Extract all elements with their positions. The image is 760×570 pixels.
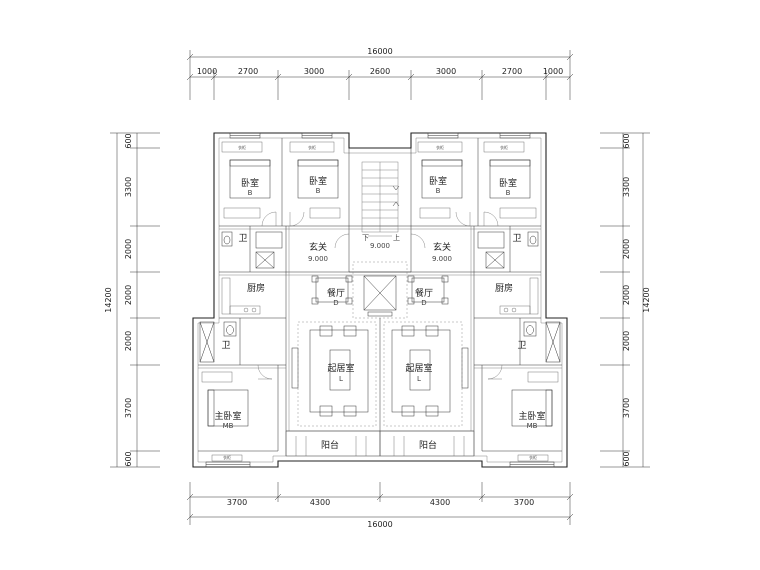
master-bedroom-code: MB	[527, 422, 538, 430]
foyer-label: 玄关	[433, 241, 451, 253]
bottom-seg-dim: 4300	[310, 498, 330, 507]
right-seg-dim: 3300	[622, 177, 631, 197]
bath-label: 卫	[512, 234, 521, 244]
right-seg-dim: 3700	[622, 398, 631, 418]
bottom-seg-dim: 3700	[227, 498, 247, 507]
left-dimension-lines	[110, 132, 160, 468]
kitchen-label: 厨房	[247, 282, 265, 294]
living-label: 起居室	[327, 362, 354, 374]
bedroom-label: 卧室	[499, 177, 517, 189]
right-seg-dim: 600	[622, 451, 631, 466]
bedroom-label: 卧室	[309, 175, 327, 187]
desks	[201, 207, 559, 383]
wardrobes	[211, 141, 549, 462]
dining-tables	[311, 275, 449, 305]
elevator	[363, 275, 397, 317]
kitchen-label: 厨房	[495, 282, 513, 294]
bedroom-code: B	[316, 187, 321, 195]
right-seg-dim: 2000	[622, 285, 631, 305]
left-seg-dim: 3300	[124, 177, 133, 197]
left-seg-dim: 2000	[124, 331, 133, 351]
bedroom-code: B	[436, 187, 441, 195]
top-seg-dim: 2600	[370, 67, 390, 76]
bath-label: 卫	[517, 341, 526, 351]
top-seg-dim: 3000	[436, 67, 456, 76]
exterior-wall-inner	[197, 137, 563, 463]
closet-label: 衣柜	[308, 144, 316, 150]
bath-fixtures	[199, 231, 561, 363]
bath-label: 卫	[238, 234, 247, 244]
bath-label: 卫	[221, 341, 230, 351]
door-swings	[257, 211, 503, 380]
dining-label: 餐厅	[415, 287, 433, 299]
bedroom-label: 卧室	[241, 177, 259, 189]
living-code: L	[339, 375, 343, 383]
beds	[207, 159, 553, 427]
master-bedroom-label: 主卧室	[214, 410, 241, 422]
stair-elevation: 9.000	[370, 242, 390, 250]
foyer-elevation: 9.000	[432, 255, 452, 263]
dining-label: 餐厅	[327, 287, 345, 299]
top-seg-dim: 1000	[197, 67, 217, 76]
closet-label: 衣柜	[436, 144, 444, 150]
bottom-total-dim: 16000	[367, 520, 392, 529]
bedroom-code: B	[248, 189, 253, 197]
bedroom-label: 卧室	[429, 175, 447, 187]
closet-label: 衣柜	[529, 454, 537, 460]
living-furniture	[291, 325, 469, 417]
top-seg-dim: 1000	[543, 67, 563, 76]
bottom-dimension-lines	[186, 482, 574, 525]
top-total-dim: 16000	[367, 47, 392, 56]
living-code: L	[417, 375, 421, 383]
stair-up-label: 上	[393, 233, 400, 242]
balcony-railings	[285, 430, 475, 457]
closet-label: 衣柜	[223, 454, 231, 460]
right-seg-dim: 2000	[622, 331, 631, 351]
balcony-label: 阳台	[321, 439, 339, 451]
right-seg-dim: 2000	[622, 239, 631, 259]
left-seg-dim: 2000	[124, 239, 133, 259]
bottom-seg-dim: 3700	[514, 498, 534, 507]
right-total-dim: 14200	[642, 287, 651, 312]
right-dimension-lines	[600, 132, 650, 468]
dining-code: D	[421, 299, 426, 307]
living-outline	[297, 261, 463, 427]
top-seg-dim: 3000	[304, 67, 324, 76]
top-seg-dim: 2700	[502, 67, 522, 76]
dining-code: D	[333, 299, 338, 307]
master-bedroom-label: 主卧室	[518, 410, 545, 422]
top-windows	[205, 132, 555, 468]
master-bedroom-code: MB	[223, 422, 234, 430]
kitchen-counters	[221, 277, 539, 315]
left-seg-dim: 3700	[124, 398, 133, 418]
left-total-dim: 14200	[104, 287, 113, 312]
left-seg-dim: 2000	[124, 285, 133, 305]
right-seg-dim: 600	[622, 133, 631, 148]
balcony-label: 阳台	[419, 439, 437, 451]
left-seg-dim: 600	[124, 133, 133, 148]
foyer-label: 玄关	[309, 241, 327, 253]
bedroom-code: B	[506, 189, 511, 197]
bottom-seg-dim: 4300	[430, 498, 450, 507]
top-dimension-lines	[186, 50, 574, 100]
top-seg-dim: 2700	[238, 67, 258, 76]
stair-down-label: 下	[362, 234, 369, 242]
left-seg-dim: 600	[124, 451, 133, 466]
closet-label: 衣柜	[238, 144, 246, 150]
living-label: 起居室	[405, 362, 432, 374]
foyer-elevation: 9.000	[308, 255, 328, 263]
closet-label: 衣柜	[500, 144, 508, 150]
staircase	[361, 161, 400, 237]
